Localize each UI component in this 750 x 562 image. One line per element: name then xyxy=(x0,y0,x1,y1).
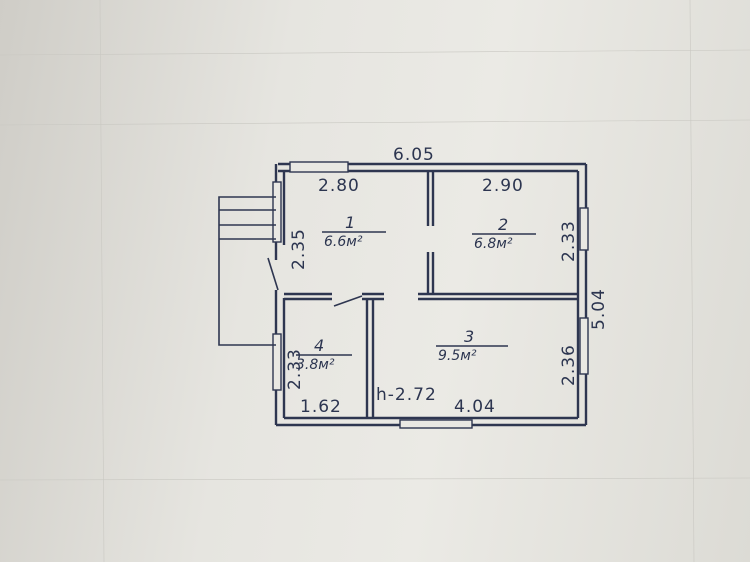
overall-depth-label: 5.04 xyxy=(589,288,609,330)
ceiling-height-label: h-2.72 xyxy=(376,385,437,405)
porch-steps xyxy=(218,196,276,346)
room4-depth-label: 2.33 xyxy=(285,348,305,390)
room2-depth-label: 2.33 xyxy=(559,220,579,262)
room4-number: 4 xyxy=(314,336,324,355)
room2-area: 6.8м² xyxy=(474,236,513,252)
doors xyxy=(267,257,363,307)
room1-depth-label: 2.35 xyxy=(289,228,309,270)
interior-walls xyxy=(284,171,578,418)
room1-number: 1 xyxy=(345,213,355,232)
room1-area: 6.6м² xyxy=(324,234,363,250)
room4-width-label: 1.62 xyxy=(300,397,342,417)
room2-width-label: 2.90 xyxy=(482,176,524,196)
room3-depth-label: 2.36 xyxy=(559,344,579,386)
area-underlines xyxy=(296,231,536,356)
room3-number: 3 xyxy=(464,327,474,346)
windows xyxy=(272,161,589,429)
room3-width-label: 4.04 xyxy=(454,397,496,417)
room2-number: 2 xyxy=(498,215,508,234)
overall-width-label: 6.05 xyxy=(393,145,435,165)
room1-width-label: 2.80 xyxy=(318,176,360,196)
room4-area: 3.8м² xyxy=(296,357,335,373)
room3-area: 9.5м² xyxy=(438,348,477,364)
